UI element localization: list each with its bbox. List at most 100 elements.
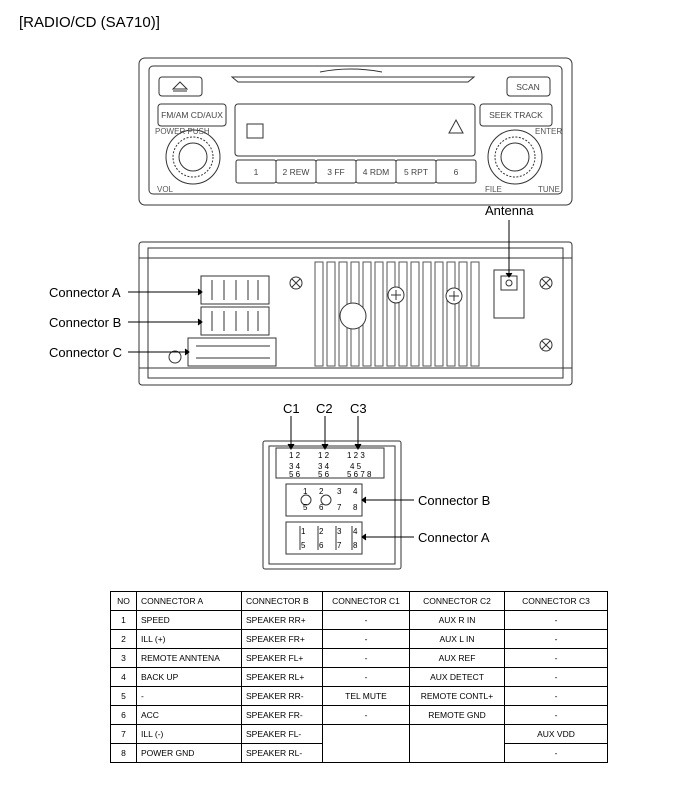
detail-callout-lines xyxy=(287,416,414,541)
cell-no: 4 xyxy=(110,667,137,687)
cell-connector-c2 xyxy=(409,724,505,763)
detail-callout-connector-b: Connector B xyxy=(418,493,490,508)
cell-no: 5 xyxy=(110,686,137,706)
svg-text:1 2: 1 2 xyxy=(318,451,330,460)
preset-label-5: 5 RPT xyxy=(404,167,428,177)
svg-text:8: 8 xyxy=(353,503,358,512)
connector-b-rear xyxy=(200,306,270,336)
cell-connector-c1: TEL MUTE xyxy=(322,686,410,706)
antenna-socket xyxy=(493,269,525,319)
cell-no: 3 xyxy=(110,648,137,668)
cell-connector-b: SPEAKER RR+ xyxy=(241,610,323,630)
svg-text:5: 5 xyxy=(303,503,308,512)
svg-text:5 6: 5 6 xyxy=(318,470,330,479)
svg-text:6: 6 xyxy=(319,541,324,550)
mode-button[interactable] xyxy=(157,103,227,127)
callout-lines xyxy=(128,220,513,356)
callout-c3: C3 xyxy=(350,401,367,416)
cell-connector-a: ACC xyxy=(136,705,242,725)
cell-connector-c1: - xyxy=(322,648,410,668)
callout-c2: C2 xyxy=(316,401,333,416)
table-row: 6 ACC SPEAKER FR- - REMOTE GND - xyxy=(110,705,608,725)
volume-knob[interactable] xyxy=(165,129,221,185)
callout-connector-b: Connector B xyxy=(49,315,121,330)
header-connector-a: CONNECTOR A xyxy=(136,591,242,611)
callout-connector-c: Connector C xyxy=(49,345,122,360)
cell-connector-c3: - xyxy=(504,686,608,706)
cell-connector-b: SPEAKER RL+ xyxy=(241,667,323,687)
preset-label-3: 3 FF xyxy=(327,167,344,177)
table-row: 3 REMOTE ANNTENA SPEAKER FL+ - AUX REF - xyxy=(110,648,608,668)
svg-text:1: 1 xyxy=(301,527,306,536)
tune-knob[interactable] xyxy=(487,129,543,185)
connector-c-detail xyxy=(275,447,385,479)
callout-antenna: Antenna xyxy=(485,203,534,218)
table-row: 7 ILL (-) SPEAKER FL- AUX VDD xyxy=(110,724,608,763)
preset-label-6: 6 xyxy=(454,167,459,177)
cell-connector-a: SPEED xyxy=(136,610,242,630)
cell-connector-c3: - xyxy=(504,705,608,725)
scan-button[interactable] xyxy=(506,76,551,97)
cell-connector-b: SPEAKER FL- xyxy=(241,724,323,744)
page-title: [RADIO/CD (SA710)] xyxy=(19,14,160,31)
table-header-row: NO CONNECTOR A CONNECTOR B CONNECTOR C1 … xyxy=(110,591,608,611)
cell-connector-c3: - xyxy=(504,648,608,668)
cell-connector-c1: - xyxy=(322,705,410,725)
table-row: 8 POWER GND SPEAKER RL- - xyxy=(110,743,608,763)
cell-connector-c3: - xyxy=(504,743,608,763)
preset-label-1: 1 xyxy=(254,167,259,177)
svg-text:3: 3 xyxy=(337,527,342,536)
scan-label: SCAN xyxy=(516,82,540,92)
cell-connector-c3: - xyxy=(504,629,608,649)
svg-text:1 2: 1 2 xyxy=(289,451,301,460)
cell-connector-c3: AUX VDD xyxy=(504,724,608,744)
cell-no: 7 xyxy=(110,724,137,744)
cell-connector-c3: - xyxy=(504,610,608,630)
svg-text:4: 4 xyxy=(353,487,358,496)
connector-c-rear xyxy=(187,337,277,367)
preset-label-4: 4 RDM xyxy=(363,167,389,177)
cell-connector-b: SPEAKER FL+ xyxy=(241,648,323,668)
front-panel xyxy=(138,57,573,206)
connector-a-rear xyxy=(200,275,270,305)
header-connector-c3: CONNECTOR C3 xyxy=(504,591,608,611)
svg-text:2: 2 xyxy=(319,527,324,536)
svg-text:7: 7 xyxy=(337,541,342,550)
table-row: 1 SPEED SPEAKER RR+ - AUX R IN - xyxy=(110,610,608,630)
cell-connector-c1: - xyxy=(322,610,410,630)
connector-detail xyxy=(262,440,402,570)
svg-text:3 4: 3 4 xyxy=(289,462,301,471)
cell-connector-a: REMOTE ANNTENA xyxy=(136,648,242,668)
eject-button[interactable] xyxy=(158,76,203,97)
cell-connector-c2: REMOTE GND xyxy=(409,705,505,725)
header-no: NO xyxy=(110,591,137,611)
preset-button-6[interactable] xyxy=(435,159,477,184)
cell-connector-a: ILL (+) xyxy=(136,629,242,649)
cell-connector-c1: - xyxy=(322,629,410,649)
svg-text:2: 2 xyxy=(319,487,324,496)
cell-connector-a: - xyxy=(136,686,242,706)
cell-connector-b: SPEAKER FR+ xyxy=(241,629,323,649)
connector-a-detail xyxy=(285,521,363,555)
svg-text:3 4: 3 4 xyxy=(318,462,330,471)
callout-c1: C1 xyxy=(283,401,300,416)
svg-text:6: 6 xyxy=(319,503,324,512)
table-row: 5 - SPEAKER RR- TEL MUTE REMOTE CONTL+ - xyxy=(110,686,608,706)
cell-connector-c1 xyxy=(322,724,410,763)
rear-view xyxy=(138,241,573,386)
cell-no: 1 xyxy=(110,610,137,630)
preset-label-2: 2 REW xyxy=(283,167,310,177)
seek-track-button[interactable] xyxy=(479,103,553,127)
cell-no: 8 xyxy=(110,743,137,763)
cell-connector-c2: AUX R IN xyxy=(409,610,505,630)
power-label: POWER PUSH xyxy=(155,127,210,136)
seek-label: SEEK TRACK xyxy=(489,110,543,120)
cell-connector-b: SPEAKER FR- xyxy=(241,705,323,725)
cell-connector-c2: AUX DETECT xyxy=(409,667,505,687)
cell-connector-c3: - xyxy=(504,667,608,687)
svg-text:8: 8 xyxy=(353,541,358,550)
cell-connector-a: ILL (-) xyxy=(136,724,242,744)
table-row: 4 BACK UP SPEAKER RL+ - AUX DETECT - xyxy=(110,667,608,687)
